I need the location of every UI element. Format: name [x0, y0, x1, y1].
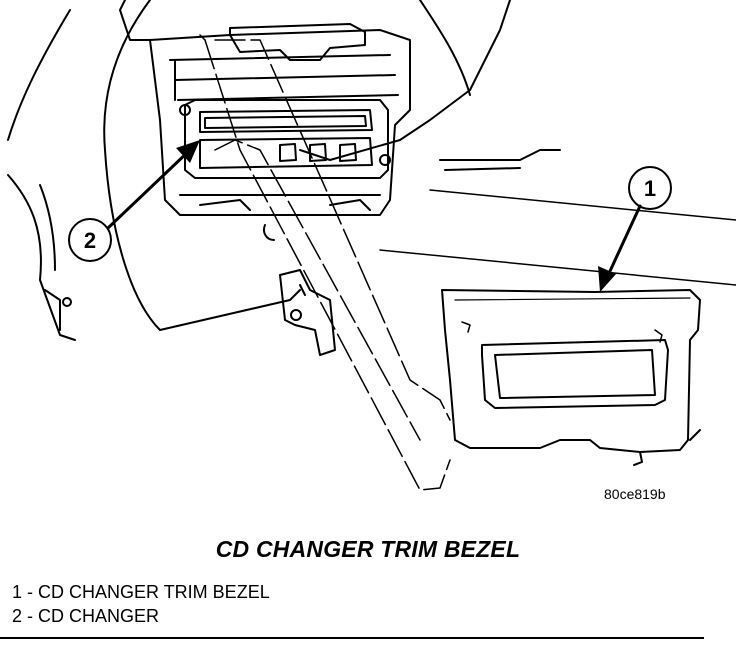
callout-2: 2	[68, 140, 200, 262]
callout-2-leader	[106, 148, 192, 230]
instrument-panel	[7, 0, 736, 341]
legend-item: 2 - CD CHANGER	[12, 606, 160, 626]
callout-1-arrowhead	[598, 266, 616, 292]
bottom-rule	[0, 637, 704, 639]
figure-id-label: 80ce819b	[604, 486, 666, 502]
exploded-view-illustration: 1 2	[7, 0, 736, 491]
callout-2-circle	[68, 218, 112, 262]
callout-2-arrowhead	[176, 140, 200, 163]
callout-2-number: 2	[84, 228, 96, 253]
callout-1-number: 1	[644, 176, 656, 201]
legend-list: 1 - CD CHANGER TRIM BEZEL 2 - CD CHANGER	[12, 580, 270, 628]
cd-changer-housing	[149, 23, 411, 241]
trim-bezel	[441, 289, 701, 466]
alignment-guide-lines	[199, 34, 451, 491]
figure-title: CD CHANGER TRIM BEZEL	[215, 536, 521, 562]
callout-1-leader	[603, 204, 642, 284]
legend-item: 1 - CD CHANGER TRIM BEZEL	[12, 582, 270, 602]
callout-1: 1	[598, 166, 672, 292]
mounting-bracket	[279, 269, 336, 356]
callout-1-circle	[628, 166, 672, 210]
